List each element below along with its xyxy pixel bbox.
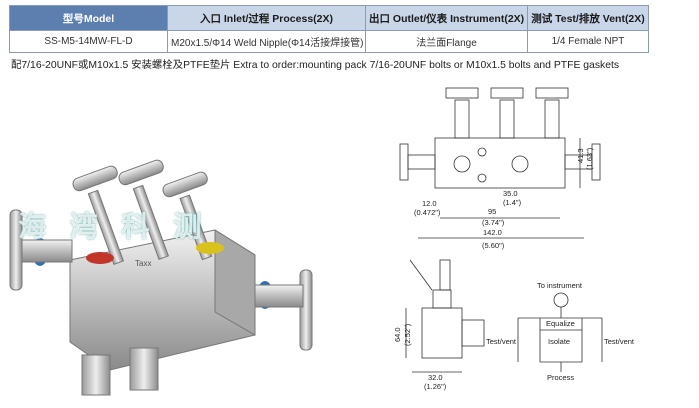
cell-outlet: 法兰面Flange bbox=[365, 30, 528, 53]
dim-41-3: 41.3 bbox=[576, 148, 585, 163]
dim-142: 142.0 bbox=[483, 228, 502, 237]
body-marking: Taxx bbox=[135, 259, 151, 268]
dim-32: 32.0 bbox=[428, 373, 443, 382]
cell-vent: 1/4 Female NPT bbox=[527, 30, 649, 53]
dim-1-26: (1.26") bbox=[424, 382, 447, 391]
yellow-ring bbox=[196, 242, 224, 254]
dim-1-63: (1.63") bbox=[585, 147, 594, 170]
cell-inlet: M20x1.5/Φ14 Weld Nipple(Φ14活接焊接管) bbox=[167, 30, 366, 53]
header-vent: 测试 Test/排放 Vent(2X) bbox=[527, 5, 649, 31]
dim-0-472: (0.472") bbox=[414, 208, 441, 217]
dim-12: 12.0 bbox=[422, 199, 437, 208]
order-note: 配7/16-20UNF或M10x1.5 安装螺栓及PTFE垫片 Extra to… bbox=[11, 60, 620, 71]
dim-35: 35.0 bbox=[503, 189, 518, 198]
label-to-instrument: To instrument bbox=[537, 281, 583, 290]
technical-drawing: 41.3 (1.63") 35.0 (1.4") 12.0 (0.472") 9… bbox=[393, 87, 635, 391]
header-outlet: 出口 Outlet/仪表 Instrument(2X) bbox=[365, 5, 528, 31]
header-model: 型号Model bbox=[9, 5, 168, 31]
valve-handle bbox=[72, 159, 213, 265]
label-test-vent-right: Test/vent bbox=[604, 337, 635, 346]
dim-64: 64.0 bbox=[393, 327, 402, 342]
watermark: 海 湾 科 测 bbox=[18, 211, 210, 242]
dim-1-4: (1.4") bbox=[503, 198, 522, 207]
dim-3-74: (3.74") bbox=[482, 218, 505, 227]
red-ring bbox=[86, 252, 114, 264]
dim-95: 95 bbox=[488, 207, 496, 216]
label-isolate: Isolate bbox=[548, 337, 570, 346]
label-equalize: Equalize bbox=[546, 319, 575, 328]
dim-2-52: (2.52") bbox=[403, 323, 412, 346]
label-test-vent-left: Test/vent bbox=[486, 337, 517, 346]
spec-header-row: 型号Model 入口 Inlet/过程 Process(2X) 出口 Outle… bbox=[9, 5, 649, 31]
manifold-photo: Taxx bbox=[9, 159, 313, 396]
label-process: Process bbox=[547, 373, 574, 382]
cell-model: SS-M5-14MW-FL-D bbox=[9, 30, 168, 53]
table-row: SS-M5-14MW-FL-D M20x1.5/Φ14 Weld Nipple(… bbox=[9, 30, 649, 53]
header-inlet: 入口 Inlet/过程 Process(2X) bbox=[167, 5, 366, 31]
dim-5-60: (5.60") bbox=[482, 241, 505, 250]
spec-table: 型号Model 入口 Inlet/过程 Process(2X) 出口 Outle… bbox=[9, 5, 649, 53]
